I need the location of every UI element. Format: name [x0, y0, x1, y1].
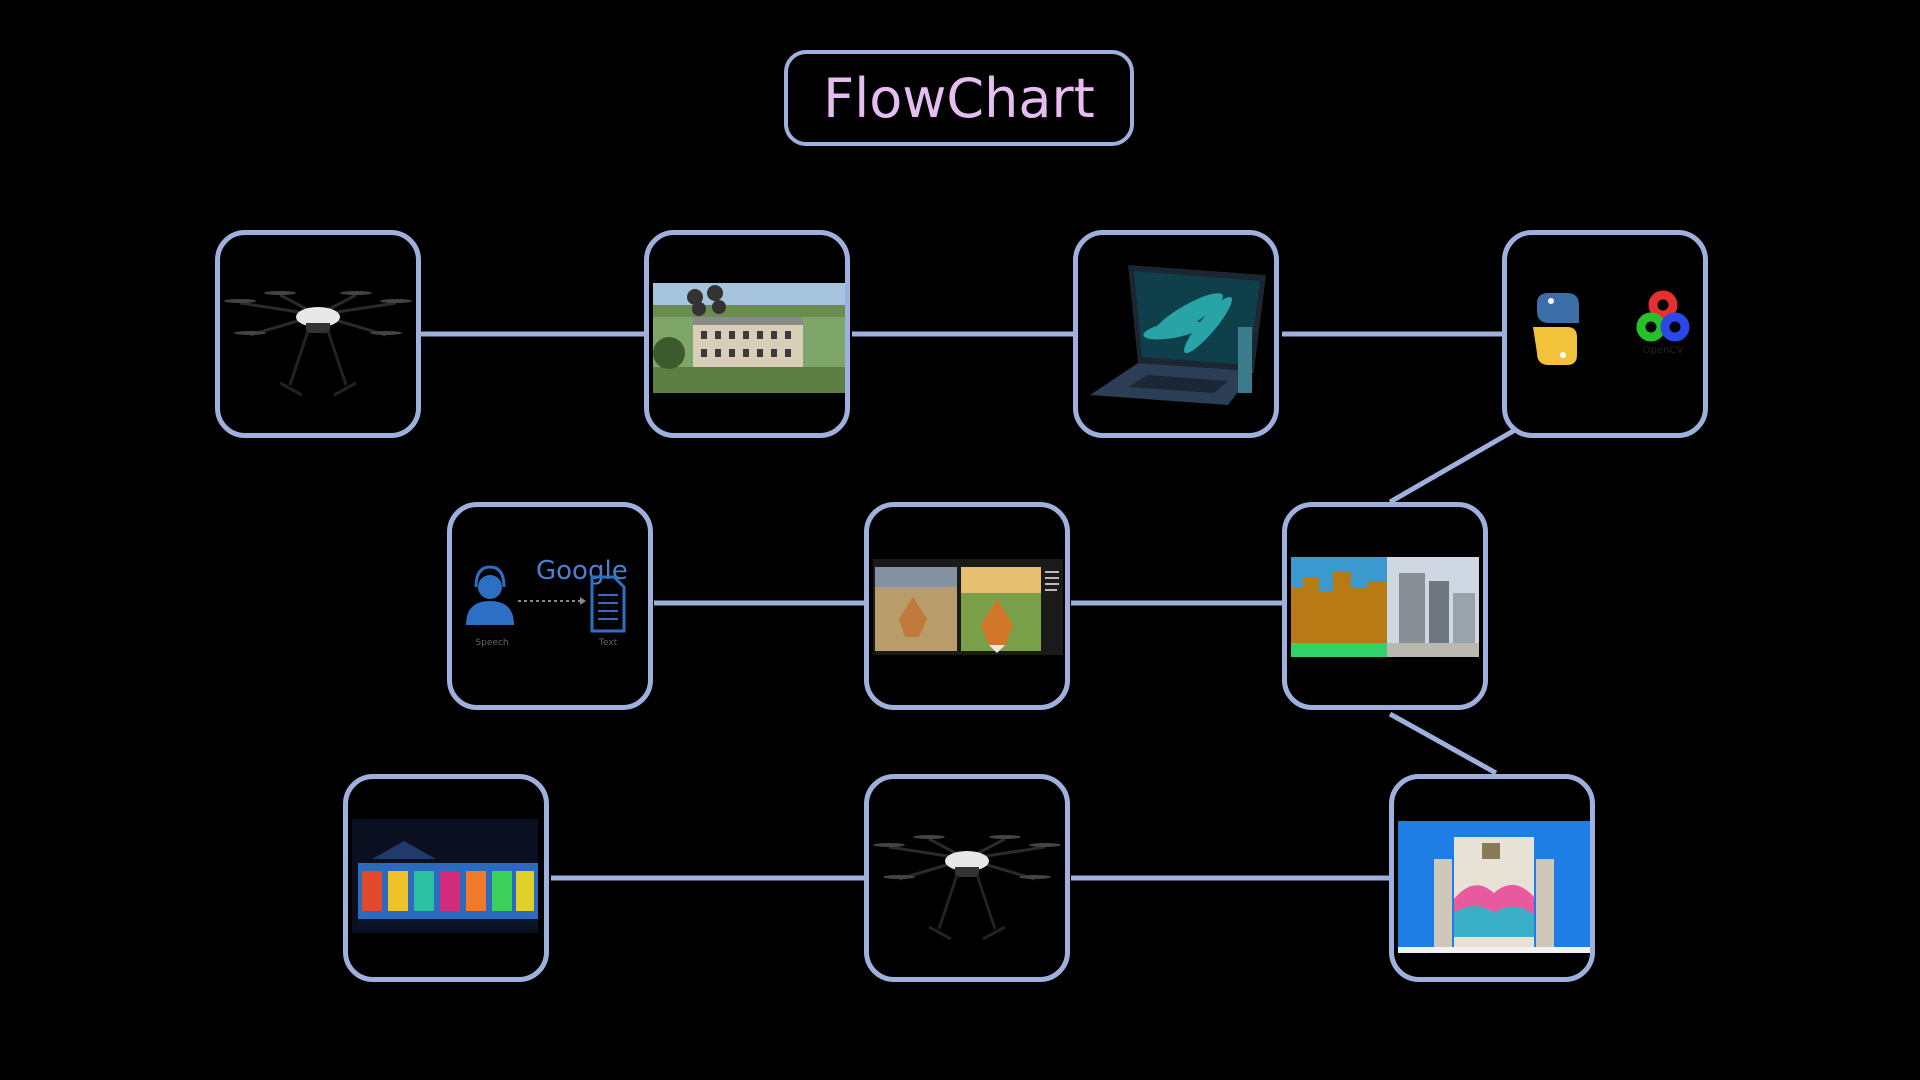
- node-fox-style[interactable]: [864, 502, 1070, 710]
- node-drone-top[interactable]: [215, 230, 421, 438]
- opencv-caption: OpenCV: [1643, 345, 1684, 356]
- speech-caption: Speech: [475, 638, 508, 648]
- style-transfer-fox-icon: [873, 559, 1063, 655]
- node-python-opencv[interactable]: OpenCV: [1502, 230, 1708, 438]
- building-segmentation-icon: [1291, 557, 1479, 657]
- node-laptop[interactable]: [1073, 230, 1279, 438]
- opencv-logo-icon: [1636, 290, 1690, 342]
- node-mural-building[interactable]: [1389, 774, 1595, 982]
- link-python-segmentation: [1388, 427, 1517, 505]
- speech-to-text-icon: Google Speech Text: [466, 556, 628, 648]
- mansion-aerial-photo-icon: [653, 283, 845, 393]
- python-logo-icon: [1533, 293, 1579, 365]
- building-mural-photo-icon: [1398, 821, 1590, 953]
- link-segmentation-mural: [1388, 711, 1498, 776]
- google-brand-text: Google: [536, 556, 628, 586]
- flowchart-title: FlowChart: [823, 66, 1095, 130]
- text-caption: Text: [598, 638, 618, 648]
- hexacopter-drone-icon: [873, 835, 1061, 941]
- projection-mapped-palace-icon: [352, 819, 538, 933]
- laptop-icon: [1090, 265, 1266, 405]
- node-mansion-aerial[interactable]: [644, 230, 850, 438]
- headset-user-icon: [466, 575, 514, 625]
- title-box: FlowChart: [784, 50, 1134, 146]
- node-palace-mapping[interactable]: [343, 774, 549, 982]
- node-drone-bottom[interactable]: [864, 774, 1070, 982]
- hexacopter-drone-icon: [224, 291, 412, 397]
- python-opencv-logos-icon: OpenCV: [1533, 290, 1690, 365]
- node-segmentation[interactable]: [1282, 502, 1488, 710]
- node-speech-to-text[interactable]: Google Speech Text: [447, 502, 653, 710]
- document-icon: [590, 575, 626, 633]
